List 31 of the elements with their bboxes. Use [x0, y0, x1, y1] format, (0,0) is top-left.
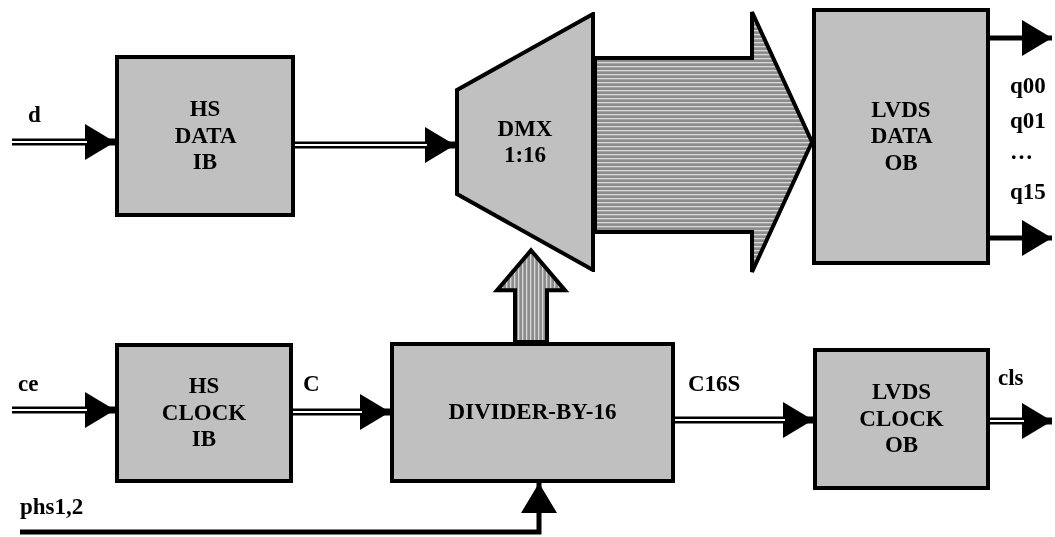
block-box — [115, 55, 295, 217]
signal-label: cls — [998, 366, 1024, 389]
block-label: HS CLOCK IB — [161, 373, 247, 453]
signal-label: ce — [18, 372, 39, 395]
block-box — [390, 342, 675, 483]
signal-label: phs1,2 — [20, 495, 84, 518]
block-box — [115, 343, 293, 483]
signal-label: q01 — [1010, 109, 1046, 132]
signal-label: d — [28, 103, 41, 126]
block-label: DIVIDER-BY-16 — [448, 399, 617, 426]
signal-label: C16S — [688, 372, 741, 395]
block-arrow — [593, 10, 815, 274]
demux-trapezoid — [455, 12, 595, 272]
double-line-arrow — [295, 127, 455, 163]
block-label: LVDS CLOCK OB — [859, 379, 944, 459]
block-label: LVDS DATA OB — [870, 96, 932, 177]
signal-label: q15 — [1010, 180, 1046, 203]
double-line-arrow — [675, 402, 813, 438]
arrow — [20, 483, 557, 535]
signal-label: C — [303, 372, 320, 395]
block-box — [812, 8, 990, 265]
arrow — [990, 20, 1052, 56]
signal-label: … — [1010, 140, 1033, 163]
block-box — [813, 348, 990, 490]
block-label: DMX 1:16 — [497, 115, 553, 169]
block-arrow — [492, 247, 570, 344]
double-line-arrow — [293, 394, 390, 430]
block-label: HS DATA IB — [174, 96, 236, 176]
arrow — [990, 220, 1052, 256]
signal-label: q00 — [1010, 74, 1046, 97]
double-line-arrow — [990, 403, 1052, 439]
